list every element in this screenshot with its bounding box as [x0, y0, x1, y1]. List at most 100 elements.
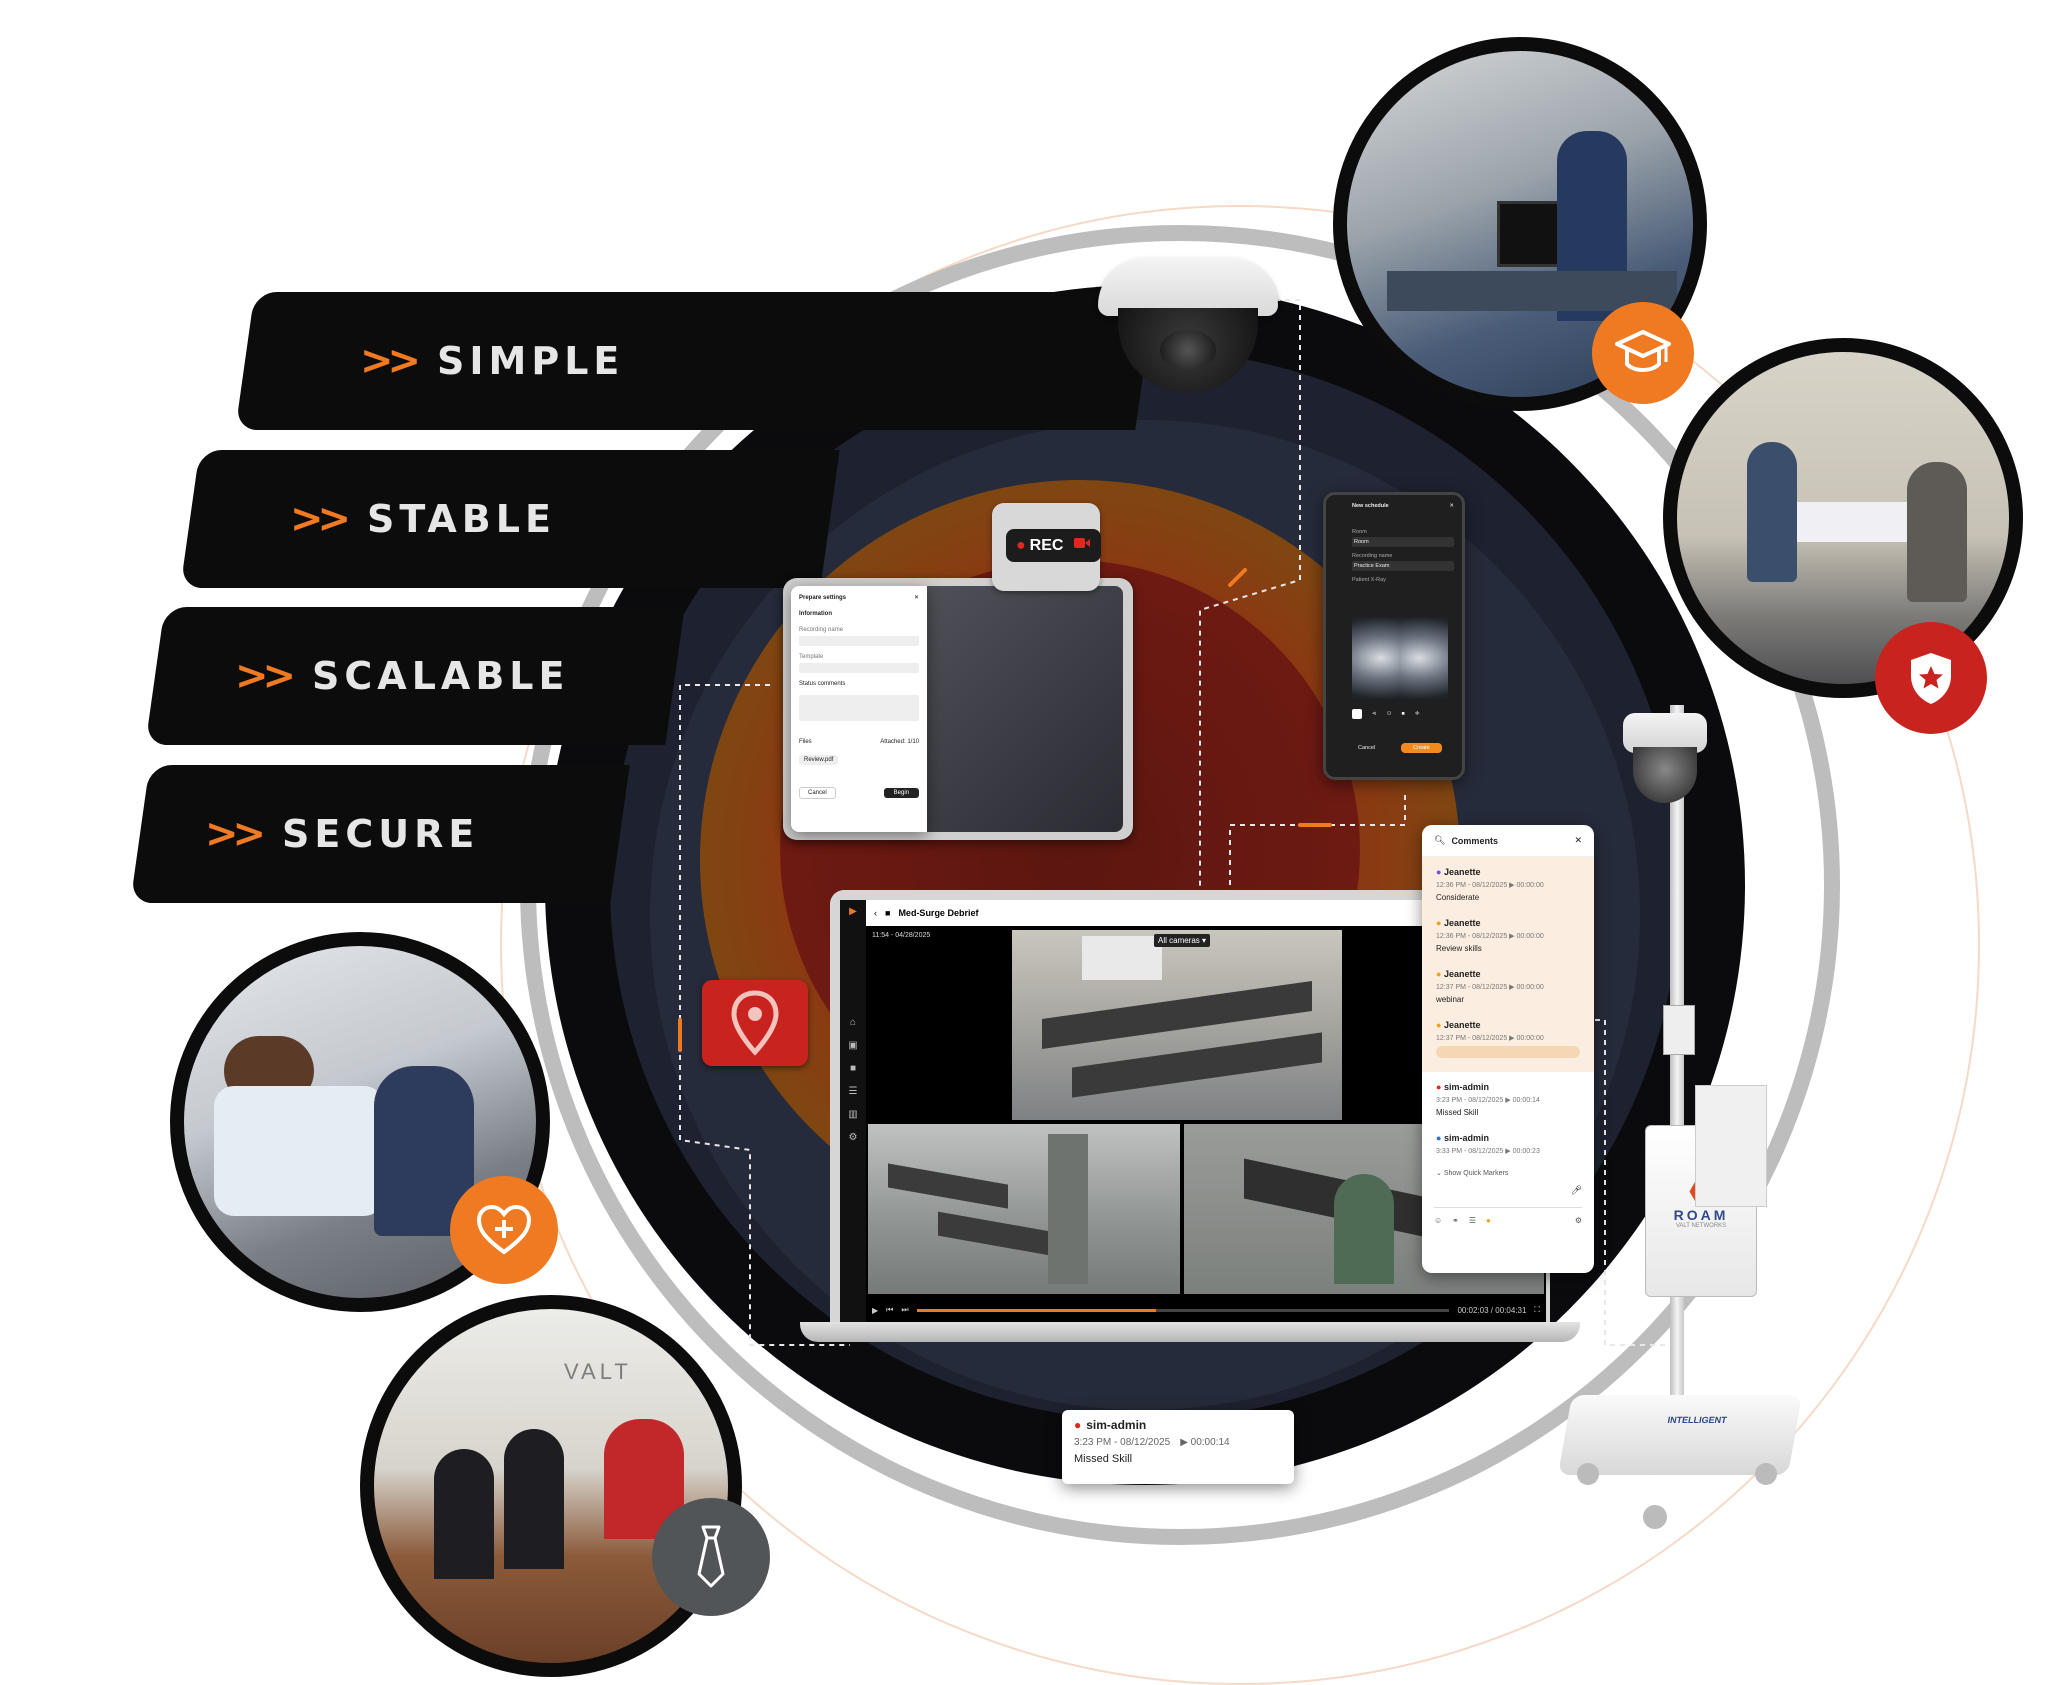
cameras-dropdown[interactable]: All cameras ▾ [1154, 934, 1211, 947]
settings-icon[interactable]: ⚙ [1574, 1216, 1582, 1225]
playback-bar: ▶ ⏮ ⏭ 00:02:03 / 00:04:31 ⛶ [866, 1298, 1546, 1322]
camera-icon[interactable]: ▣ [848, 1040, 858, 1051]
timeline-scrubber[interactable] [916, 1308, 1450, 1312]
home-icon[interactable]: ⌂ [849, 1017, 857, 1028]
template-select[interactable] [799, 663, 919, 673]
square-icon[interactable]: ■ [1401, 711, 1405, 717]
rec-bubble: ● REC [992, 503, 1102, 591]
fullscreen-icon[interactable]: ⛶ [1534, 1305, 1540, 1314]
emoji-icon[interactable]: ☺ [1434, 1216, 1443, 1225]
create-button[interactable]: Create [1401, 743, 1442, 753]
comment-item[interactable]: ● sim-admin 3:33 PM - 08/12/2025 ▶ 00:00… [1436, 1133, 1540, 1155]
close-icon[interactable]: ✕ [1574, 835, 1582, 845]
comment-input[interactable]: 🎤︎ [1434, 1185, 1582, 1208]
users-icon[interactable]: ⚇ [1386, 711, 1392, 717]
time-readout: 00:02:03 / 00:04:31 [1457, 1305, 1527, 1315]
camera-feed-classroom[interactable]: All cameras ▾ [1012, 930, 1342, 1120]
share-icon[interactable]: ⋖ [1372, 711, 1377, 717]
status-comments-input[interactable] [799, 695, 919, 721]
file-chip[interactable]: Review.pdf [799, 755, 839, 765]
record-square-icon: ■ [885, 908, 891, 918]
back-icon[interactable]: ‹ [874, 908, 877, 918]
reports-icon[interactable]: ▥ [848, 1109, 858, 1120]
panel-title: Comments [1451, 835, 1498, 846]
patient-label: Patient X-Ray [1352, 577, 1386, 583]
comments-highlight: ● Jeanette 12:36 PM - 08/12/2025 ▶ 00:00… [1422, 857, 1594, 1072]
comment-time-link[interactable]: ▶ 00:00:14 [1180, 1437, 1230, 1448]
room-select[interactable]: Room [1352, 537, 1454, 547]
skip-forward-icon[interactable]: ⏭ [901, 1305, 909, 1314]
pin-icon: ● [1436, 918, 1442, 928]
begin-button[interactable]: Begin [883, 788, 919, 798]
comments-panel: 🔍︎ Comments ✕ ● Jeanette 12:36 PM - 08/12… [1422, 825, 1594, 1273]
timestamp-label: 11:54 - 04/28/2025 [872, 932, 931, 939]
wheel-icon [1755, 1463, 1777, 1485]
recording-name-input[interactable]: Practice Exam [1352, 561, 1454, 571]
plus-icon[interactable]: ✛ [1414, 711, 1420, 717]
files-label: Files [799, 739, 812, 745]
dialog-title: Prepare settings [799, 594, 847, 601]
tablet-device: Prepare settings ✕ Information Recording… [783, 578, 1133, 840]
location-pin-icon [731, 990, 779, 1056]
cancel-button[interactable]: Cancel [1358, 745, 1376, 751]
roam-sub: VALT NETWORKS [1675, 1223, 1727, 1229]
status-comments-label: Status comments [799, 681, 846, 687]
pin-icon: ● [1074, 1418, 1082, 1432]
comment-item[interactable]: ● Jeanette 12:36 PM - 08/12/2025 ▶ 00:00… [1436, 867, 1544, 902]
cancel-button[interactable]: Cancel [799, 787, 836, 799]
comment-toolbar: ☺ ⚭ ☰ ● ⚙ [1422, 1212, 1594, 1229]
comment-item[interactable]: ● Jeanette 12:37 PM - 08/12/2025 ▶ 00:00… [1422, 1010, 1594, 1072]
pin-icon: ● [1436, 969, 1442, 979]
quick-markers-toggle[interactable]: ⌄ Show Quick Markers [1436, 1170, 1509, 1177]
graduation-cap-icon [1592, 302, 1694, 404]
logo-icon: ▶ [849, 906, 857, 917]
comment-author: sim-admin [1086, 1418, 1147, 1432]
play-icon[interactable]: ▶ [872, 1305, 879, 1315]
app-sidebar: ▶ ⌂ ▣ ■ ☰ ▥ ⚙ [840, 900, 866, 1322]
comment-card: ● sim-admin 3:23 PM - 08/12/2025 ▶ 00:00… [1062, 1410, 1294, 1484]
skip-back-icon[interactable]: ⏮ [886, 1305, 894, 1314]
prepare-settings-dialog: Prepare settings ✕ Information Recording… [791, 586, 927, 832]
pin-icon: ● [1436, 1133, 1442, 1143]
dialog-title: New schedule [1352, 503, 1389, 509]
template-label: Template [799, 654, 824, 660]
base-label: INTELLIGENT [1666, 1415, 1728, 1425]
audio-player[interactable] [1436, 1046, 1580, 1058]
search-icon[interactable]: 🔍︎ [1434, 835, 1446, 845]
attached-count: Attached: 1/10 [880, 739, 919, 745]
link-icon[interactable]: ⚭ [1452, 1216, 1459, 1225]
settings-icon[interactable]: ⚙ [848, 1132, 858, 1143]
photo-meeting-room: VALT [360, 1295, 742, 1677]
schedule-icon[interactable]: ☰ [848, 1086, 858, 1097]
xray-image [1352, 617, 1448, 699]
comment-item[interactable]: ● sim-admin 3:23 PM - 08/12/2025 ▶ 00:00… [1436, 1082, 1540, 1117]
recording-name-input[interactable] [799, 636, 919, 646]
tie-icon [652, 1498, 770, 1616]
close-icon[interactable]: ✕ [913, 595, 919, 601]
close-icon[interactable]: ✕ [1449, 503, 1454, 509]
recording-name-label: Recording name [799, 627, 844, 633]
recordings-icon[interactable]: ■ [849, 1063, 857, 1074]
room-label: Room [1352, 529, 1367, 535]
comment-item[interactable]: ● Jeanette 12:36 PM - 08/12/2025 ▶ 00:00… [1436, 918, 1544, 953]
comment-item[interactable]: ● Jeanette 12:37 PM - 08/12/2025 ▶ 00:00… [1436, 969, 1544, 1004]
rec-label: REC [1029, 536, 1064, 554]
list-icon[interactable]: ☰ [1468, 1216, 1477, 1225]
tablet-video [923, 586, 1123, 832]
recording-title: Med-Surge Debrief [898, 908, 979, 918]
ptz-camera [1623, 713, 1707, 805]
roam-brand: ROAM [1673, 1207, 1729, 1223]
heart-plus-icon [450, 1176, 558, 1284]
pin-icon: ● [1436, 1082, 1442, 1092]
camera-feed-lab[interactable] [868, 1124, 1180, 1294]
comment-timestamp: 3:23 PM - 08/12/2025 [1074, 1437, 1171, 1448]
comment-text: Missed Skill [1074, 1453, 1133, 1465]
video-camera-icon [1073, 535, 1092, 556]
new-schedule-phone: New schedule ✕ Room Room Recording name … [1323, 492, 1465, 780]
valt-wall-text: VALT [564, 1359, 632, 1384]
police-shield-icon [1875, 622, 1987, 734]
pin-icon: ● [1436, 1020, 1442, 1030]
wheel-icon [1577, 1463, 1599, 1485]
marker-icon[interactable]: ● [1486, 1216, 1491, 1225]
stop-icon[interactable] [1352, 709, 1362, 719]
